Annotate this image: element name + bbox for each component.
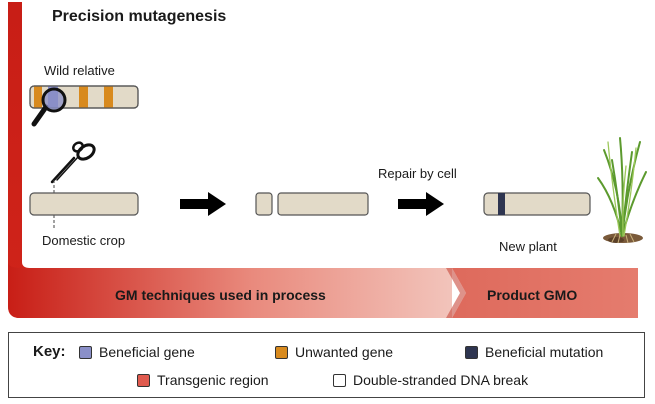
- transgenic-region-swatch: [137, 373, 150, 387]
- legend-item-unwanted-gene: Unwanted gene: [275, 344, 393, 360]
- rice-plant-icon: [597, 137, 647, 244]
- page-title: Precision mutagenesis: [52, 8, 227, 25]
- beneficial-gene-swatch: [79, 345, 92, 359]
- dna-break-swatch: [333, 373, 346, 387]
- magnifying-glass-icon: [31, 87, 67, 127]
- legend-item-beneficial-gene: Beneficial gene: [79, 344, 195, 360]
- legend: Key: Beneficial gene Unwanted gene Benef…: [8, 332, 645, 398]
- repair-label: Repair by cell: [378, 166, 457, 181]
- process-band: [8, 262, 452, 318]
- new-plant-label: New plant: [499, 239, 557, 254]
- legend-title: Key:: [33, 343, 66, 360]
- unwanted-gene-band: [34, 86, 42, 108]
- broken-chromosome: [255, 192, 369, 216]
- arrow-right-icon: [180, 192, 226, 216]
- wild-relative-label: Wild relative: [44, 63, 115, 78]
- beneficial-mutation-swatch: [465, 345, 478, 359]
- legend-item-dna-break: Double-stranded DNA break: [333, 372, 528, 388]
- unwanted-gene-swatch: [275, 345, 288, 359]
- legend-item-beneficial-mutation: Beneficial mutation: [465, 344, 603, 360]
- repaired-chromosome: [483, 192, 591, 216]
- product-band-arrow: [452, 268, 638, 318]
- domestic-crop-chromosome: [29, 192, 139, 216]
- unwanted-gene-band: [104, 86, 113, 108]
- unwanted-gene-band: [79, 86, 88, 108]
- product-band-tip: [446, 268, 466, 318]
- beneficial-mutation-band: [498, 193, 505, 215]
- domestic-crop-label: Domestic crop: [42, 233, 126, 248]
- scissors-icon: [50, 141, 96, 184]
- process-band-label: GM techniques used in process: [115, 287, 326, 303]
- arrow-right-icon: [398, 192, 444, 216]
- product-band-label: Product GMO: [487, 287, 578, 303]
- legend-item-transgenic-region: Transgenic region: [137, 372, 269, 388]
